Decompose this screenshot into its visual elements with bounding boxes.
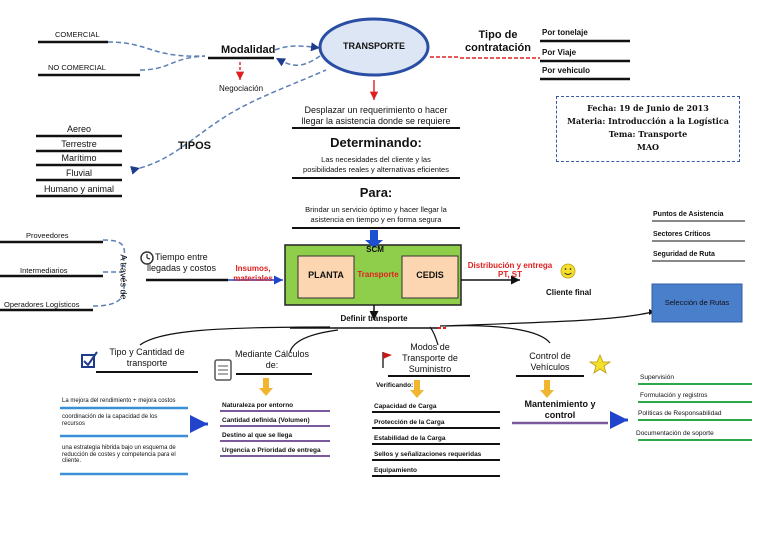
planta-label: PLANTA bbox=[308, 270, 344, 280]
info-fecha: Fecha: 19 de Junio de 2013 bbox=[587, 103, 709, 113]
distribucion-line1: Distribución y entrega bbox=[467, 261, 553, 270]
calculos-item-destino: Destino al que se llega bbox=[222, 432, 293, 439]
modos-item-proteccion: Protección de la Carga bbox=[374, 419, 445, 426]
modalidad-option-comercial: COMERCIAL bbox=[55, 30, 100, 39]
determinando-line1: Las necesidades del cliente y las bbox=[321, 155, 431, 164]
transporte-label: TRANSPORTE bbox=[342, 41, 405, 51]
tipos-item-humano: Humano y animal bbox=[43, 184, 115, 194]
cedis-box bbox=[401, 255, 459, 299]
calculos-item-urgencia: Urgencia o Prioridad de entrega bbox=[222, 447, 321, 454]
control-item-documentacion: Documentación de soporte bbox=[636, 430, 714, 437]
modalidad-title: Modalidad bbox=[221, 44, 276, 56]
control-line1: Control de bbox=[529, 351, 571, 361]
tipos-item-terrestre: Terrestre bbox=[61, 139, 97, 149]
scm-title: SCM bbox=[366, 245, 384, 254]
para-line1: Brindar un servicio óptimo y hacer llega… bbox=[305, 205, 447, 214]
a-traves-item-intermediarios: Intermediarios bbox=[20, 266, 68, 275]
modalidad-connectors bbox=[92, 41, 327, 307]
info-box bbox=[556, 96, 740, 162]
modos-item-estabilidad: Estabilidad de la Carga bbox=[374, 435, 446, 442]
mantenimiento-line2: control bbox=[544, 410, 576, 420]
para-down-arrow bbox=[365, 230, 383, 248]
contratacion-title-line1: Tipo de bbox=[478, 29, 518, 41]
control-item-supervision: Supervisión bbox=[640, 374, 674, 381]
modos-line1: Modos de bbox=[410, 342, 450, 352]
definir-connectors bbox=[139, 311, 653, 353]
info-materia: Materia: Introducción a la Logística bbox=[567, 116, 729, 126]
flag-icon bbox=[383, 352, 392, 359]
info-autor: MAO bbox=[636, 142, 660, 152]
control-item-formulacion: Formulación y registros bbox=[640, 392, 708, 399]
negociacion-label: Negociación bbox=[219, 84, 264, 93]
para-line2: asistencia en tiempo y en forma segura bbox=[310, 215, 442, 224]
insumos-line2: materiales bbox=[233, 274, 273, 283]
calculos-item-naturaleza: Naturaleza por entorno bbox=[222, 402, 294, 409]
modos-item-equipamiento: Equipamiento bbox=[374, 467, 417, 474]
contratacion-option-vehiculo: Por vehiculo bbox=[542, 66, 591, 75]
modos-line3: Suministro bbox=[408, 364, 452, 374]
tipos-title: TIPOS bbox=[178, 140, 212, 152]
calculos-line1: Mediante Cálculos bbox=[234, 349, 310, 359]
contratacion-option-tonelaje: Por tonelaje bbox=[542, 28, 588, 37]
a-traves-item-proveedores: Proveedores bbox=[26, 231, 69, 240]
star-icon bbox=[588, 353, 612, 374]
cedis-label: CEDIS bbox=[416, 270, 444, 280]
contratacion-option-viaje: Por Viaje bbox=[542, 48, 577, 57]
calculos-item-cantidad: Cantidad definida (Volumen) bbox=[222, 417, 310, 424]
tiempo-line1: Tiempo entre bbox=[155, 252, 208, 262]
definir-label: Definir transporte bbox=[340, 314, 408, 323]
control-item-politicas: Políticas de Responsabilidad bbox=[638, 410, 722, 417]
transporte-ellipse bbox=[318, 17, 430, 77]
tipos-underlines bbox=[36, 134, 122, 198]
planta-box bbox=[297, 255, 355, 299]
modos-line2: Transporte de bbox=[402, 353, 458, 363]
tipos-item-aereo: Aereo bbox=[66, 124, 92, 134]
distribucion-line2: PT, ST bbox=[497, 270, 522, 279]
tipo-cantidad-note-3: una estrategia hibrida bajo un esquema d… bbox=[62, 445, 176, 465]
scm-transporte-label: Transporte bbox=[357, 270, 399, 279]
control-down-arrow bbox=[540, 380, 554, 398]
rutas-item-seguridad: Seguridad de Ruta bbox=[653, 251, 715, 258]
definicion-line2: llegar la asistencia donde se requiere bbox=[301, 116, 451, 126]
modos-verificando: Verificando: bbox=[376, 382, 414, 389]
para-title: Para: bbox=[359, 185, 393, 200]
rutas-item-puntos: Puntos de Asistencia bbox=[653, 211, 724, 218]
cliente-label: Cliente final bbox=[546, 288, 592, 297]
definicion-line1: Desplazar un requerimiento o hacer bbox=[304, 105, 448, 115]
tipos-item-maritimo: Marítimo bbox=[61, 153, 97, 163]
a-traves-label: A través de bbox=[118, 254, 129, 300]
modos-down-arrow bbox=[410, 380, 424, 398]
tipo-cantidad-line1: Tipo y Cantidad de bbox=[109, 347, 185, 357]
contratacion-title-line2: contratación bbox=[464, 42, 531, 54]
calculos-down-arrow bbox=[259, 378, 273, 396]
insumos-line1: Insumos, bbox=[235, 264, 271, 273]
tipos-item-fluvial: Fluvial bbox=[65, 168, 92, 178]
checkbox-icon bbox=[81, 354, 95, 368]
rutas-item-sectores: Sectores Críticos bbox=[653, 231, 711, 238]
determinando-title: Determinando: bbox=[330, 135, 422, 150]
a-traves-item-operadores: Operadores Logísticos bbox=[4, 300, 80, 309]
seleccion-rutas-label: Selección de Rutas bbox=[664, 298, 730, 307]
tipo-cantidad-note-2: coordinación de la capacidad de los recu… bbox=[62, 414, 158, 427]
mantenimiento-line1: Mantenimiento y bbox=[524, 399, 596, 409]
tipo-cantidad-line2: transporte bbox=[126, 358, 168, 368]
modos-item-sellos: Sellos y señalizaciones requeridas bbox=[374, 451, 482, 458]
tiempo-line2: llegadas y costos bbox=[147, 263, 217, 273]
modalidad-option-no-comercial: NO COMERCIAL bbox=[48, 63, 106, 72]
control-line2: Vehículos bbox=[530, 362, 570, 372]
smiley-icon bbox=[560, 263, 576, 279]
seleccion-rutas-box bbox=[651, 283, 743, 323]
modos-item-capacidad: Capacidad de Carga bbox=[374, 403, 437, 410]
tipo-cantidad-note-1: La mejora del rendimiento + mejora costo… bbox=[62, 398, 176, 404]
info-tema: Tema: Transporte bbox=[608, 129, 688, 139]
calculos-line2: de: bbox=[265, 360, 279, 370]
determinando-line2: posibilidades reales y alternativas efic… bbox=[303, 165, 449, 174]
